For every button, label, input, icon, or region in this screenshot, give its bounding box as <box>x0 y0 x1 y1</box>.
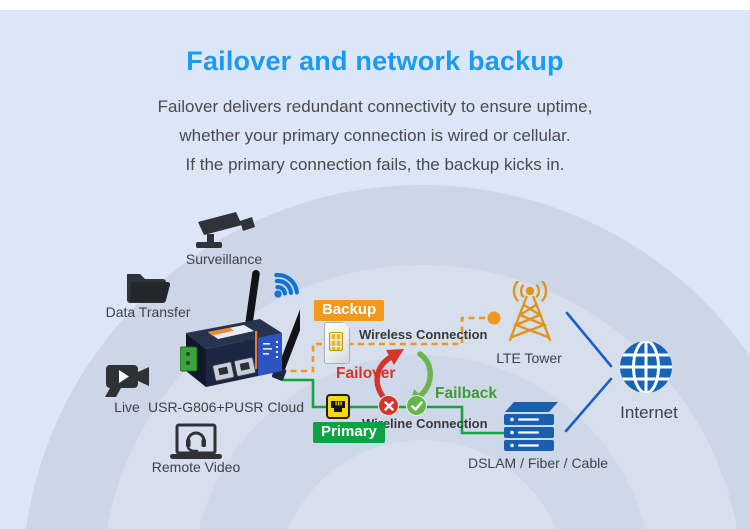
video-camera-icon <box>105 365 149 397</box>
wifi-signal-icon <box>274 273 299 298</box>
internet-label: Internet <box>620 403 678 422</box>
check-mark-icon <box>406 395 427 416</box>
router-ethernet-ports <box>212 356 257 382</box>
intro-line-1: Failover delivers redundant connectivity… <box>157 97 593 116</box>
router-terminal-block <box>180 346 198 372</box>
server-stack-icon <box>504 402 558 451</box>
dslam-label: DSLAM / Fiber / Cable <box>467 455 609 471</box>
dslam-to-internet-line <box>564 377 613 433</box>
globe-icon <box>620 341 672 393</box>
router-label: USR-G806+PUSR Cloud <box>147 399 305 415</box>
lte-to-internet-line <box>565 311 613 368</box>
intro-line-3: If the primary connection fails, the bac… <box>185 155 565 174</box>
remote-video-label: Remote Video <box>151 459 241 475</box>
wireless-connection-label: Wireless Connection <box>359 327 488 342</box>
primary-badge: Primary <box>313 422 385 443</box>
surveillance-label: Surveillance <box>185 251 263 267</box>
backup-badge: Backup <box>314 300 385 321</box>
x-mark-icon <box>378 395 399 416</box>
page-title: Failover and network backup <box>186 46 564 76</box>
lte-tower-label: LTE Tower <box>496 350 562 366</box>
router-top-sticker <box>208 325 254 339</box>
cellular-router-icon <box>180 269 300 387</box>
ethernet-port-icon <box>326 394 350 419</box>
live-label: Live <box>114 399 140 415</box>
intro-line-2: whether your primary connection is wired… <box>179 126 571 145</box>
sim-chip-contacts <box>329 332 343 351</box>
wireless-endpoint-dot <box>487 311 501 325</box>
lte-tower-icon <box>508 281 552 342</box>
folder-icon <box>127 274 170 303</box>
failback-label: Failback <box>435 385 498 402</box>
laptop-headset-icon <box>170 423 222 459</box>
failover-label: Failover <box>336 365 396 382</box>
data-transfer-label: Data Transfer <box>105 304 191 320</box>
cctv-camera-icon <box>196 212 255 248</box>
wireline-connection-label: Wireline Connection <box>362 416 488 431</box>
router-side-panel <box>258 333 282 376</box>
intro-text: Failover delivers redundant connectivity… <box>0 92 750 179</box>
sim-card-icon <box>324 322 350 364</box>
top-white-strip <box>0 0 750 10</box>
